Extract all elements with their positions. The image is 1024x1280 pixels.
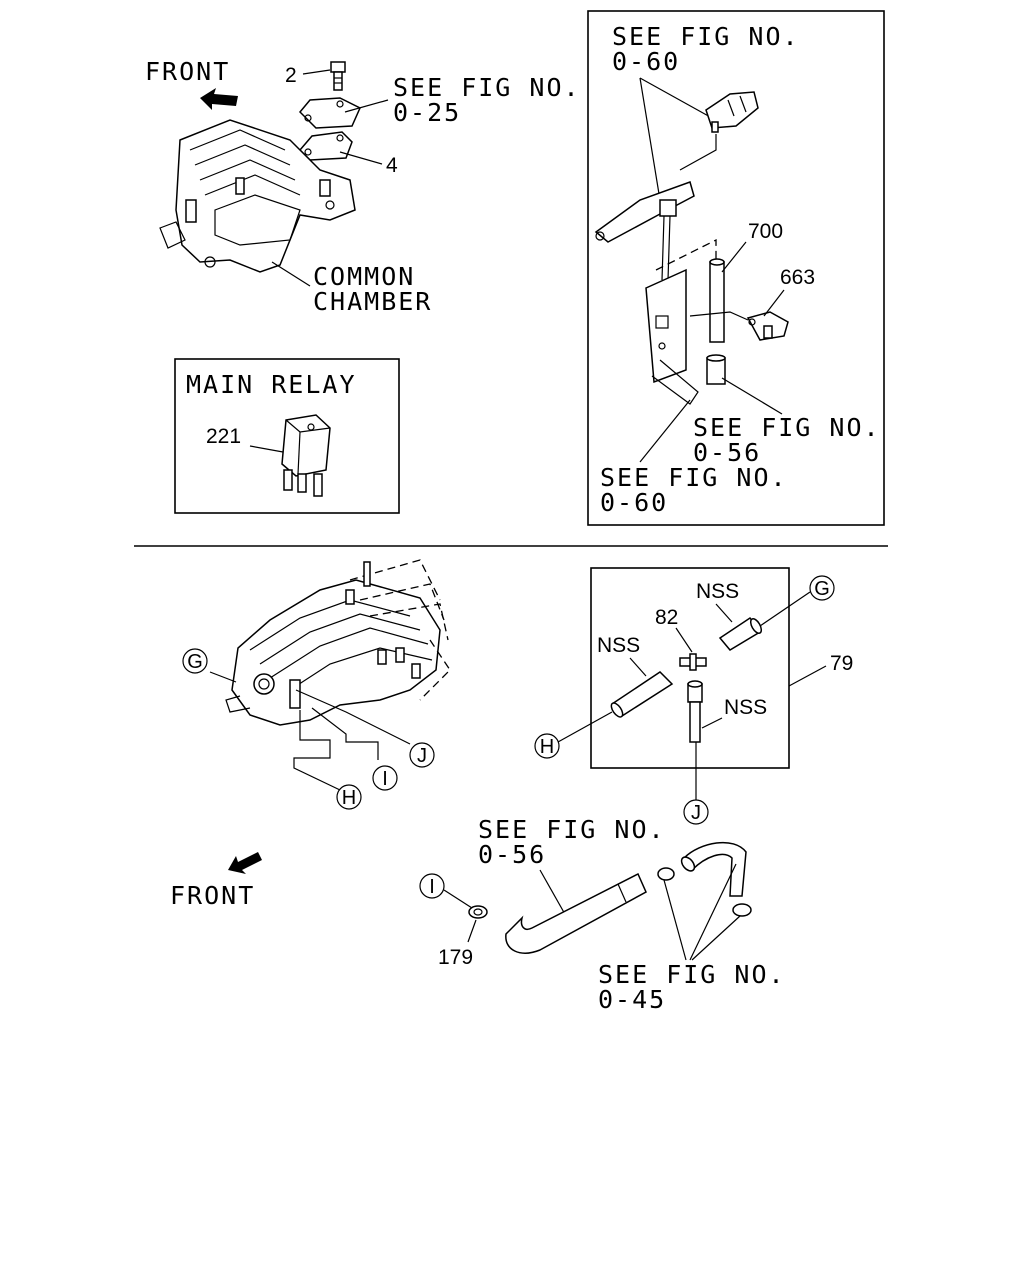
svg-text:H: H — [540, 736, 554, 758]
see-fig-0-45-line2: 0-45 — [598, 985, 666, 1014]
callout-g-left: G — [182, 648, 208, 674]
sensor-700 — [706, 258, 726, 385]
svg-text:J: J — [691, 802, 701, 824]
svg-text:H: H — [342, 787, 356, 809]
cover-plate — [298, 97, 361, 129]
callout-g-right: G — [809, 575, 835, 601]
hose-nss-1 — [718, 616, 763, 651]
front-label-bottom: FRONT — [170, 881, 255, 910]
see-fig-0-56-bottom-line2: 0-56 — [478, 840, 546, 869]
svg-text:G: G — [814, 578, 830, 600]
nss-label-1: NSS — [696, 580, 739, 603]
callout-i-left: I — [372, 765, 398, 791]
relay-icon — [281, 414, 331, 497]
clamp-0-45-b — [732, 903, 752, 917]
clamp-0-45-a — [657, 867, 675, 881]
right-detail-box — [587, 10, 885, 526]
svg-text:J: J — [417, 745, 427, 767]
common-chamber — [159, 119, 356, 273]
nss-label-3: NSS — [724, 696, 767, 719]
hose-assembly-box — [590, 567, 790, 769]
gasket — [298, 131, 353, 161]
part-number-82: 82 — [655, 606, 678, 629]
tee-fitting-82 — [679, 653, 707, 671]
see-fig-0-45-line1: SEE FIG NO. — [598, 960, 786, 989]
front-arrow-bottom — [228, 852, 262, 874]
hose-nss-2 — [610, 671, 674, 718]
see-fig-0-56-right-line2: 0-56 — [693, 438, 761, 467]
main-relay-title: MAIN RELAY — [186, 370, 357, 399]
see-fig-0-56-right-line1: SEE FIG NO. — [693, 413, 881, 442]
see-fig-0-25-line1: SEE FIG NO. — [393, 73, 581, 102]
mounting-bracket — [594, 181, 695, 281]
main-relay-box — [174, 358, 400, 514]
callout-j-left: J — [409, 742, 435, 768]
see-fig-0-60-bottom-line1: SEE FIG NO. — [600, 463, 788, 492]
see-fig-0-56-bottom-line1: SEE FIG NO. — [478, 815, 666, 844]
intake-manifold — [225, 559, 451, 726]
hose-0-45 — [680, 841, 747, 897]
nss-label-2: NSS — [597, 634, 640, 657]
callout-j-right: J — [683, 799, 709, 825]
part-number-663: 663 — [780, 266, 815, 289]
part-number-4: 4 — [386, 154, 398, 177]
bolt-icon — [330, 61, 346, 91]
connector-663 — [689, 311, 789, 341]
see-fig-0-25-line2: 0-25 — [393, 98, 461, 127]
see-fig-0-60-bottom-line2: 0-60 — [600, 488, 668, 517]
svg-text:I: I — [429, 876, 435, 898]
part-number-2: 2 — [285, 64, 297, 87]
part-number-179: 179 — [438, 946, 473, 969]
callout-h-right: H — [534, 733, 560, 759]
see-fig-0-60-top-line1: SEE FIG NO. — [612, 22, 800, 51]
part-number-79: 79 — [830, 652, 853, 675]
front-arrow-top — [200, 88, 238, 110]
front-label-top: FRONT — [145, 57, 230, 86]
callout-i-bottom: I — [419, 873, 445, 899]
sensor-bracket — [645, 238, 717, 405]
connector-top — [679, 91, 759, 171]
svg-text:G: G — [187, 651, 203, 673]
hose-nss-3 — [687, 680, 703, 743]
hose-0-56 — [505, 872, 647, 954]
clamp-179 — [468, 905, 488, 919]
svg-text:I: I — [382, 768, 388, 790]
common-chamber-line1: COMMON — [313, 262, 415, 291]
see-fig-0-60-top-line2: 0-60 — [612, 47, 680, 76]
common-chamber-line2: CHAMBER — [313, 287, 432, 316]
part-number-221: 221 — [206, 425, 241, 448]
part-number-700: 700 — [748, 220, 783, 243]
callout-h-left: H — [336, 784, 362, 810]
